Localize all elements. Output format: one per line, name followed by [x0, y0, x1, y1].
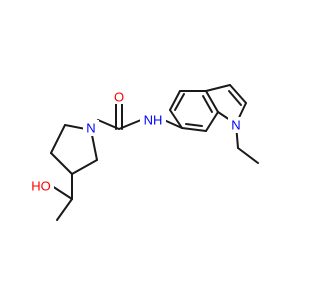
bond-c3a-c7a [205, 90, 219, 113]
molecule-structure: O NH N N HO [28, 84, 259, 221]
bond-carbonyl-nh [118, 119, 142, 130]
bond-ethyl-ch2-ch3 [237, 147, 259, 164]
bond-c3-c2 [229, 84, 247, 104]
bond-c2-c3 [71, 159, 98, 175]
bond-c7-c6 [181, 127, 207, 132]
bond-choh-oh [51, 185, 73, 200]
bonds [50, 84, 259, 221]
bond-c5-c4-inner [174, 93, 185, 111]
bond-c5-c4 [169, 90, 181, 111]
pyrrolidine-nitrogen-label: N [86, 121, 95, 136]
bond-c6-c5 [169, 109, 183, 129]
hydroxyl-label: HO [31, 179, 51, 194]
amide-nh-label: NH [144, 113, 163, 128]
bond-c3a-c7a-inner [202, 95, 213, 113]
bond-nh-indole [163, 119, 183, 129]
bond-c7-c6-inner [185, 123, 203, 127]
bond-c4-c5 [50, 124, 66, 154]
bond-c7a-c7 [205, 111, 219, 132]
indole-nitrogen-label: N [231, 118, 240, 133]
bond-c3-c4 [50, 152, 73, 175]
carbonyl-oxygen-label: O [114, 90, 124, 105]
bond-c3-c2-inner [228, 90, 242, 106]
bond-choh-ch3 [56, 198, 73, 221]
atom-labels: O NH N N HO [28, 90, 244, 194]
bond-carbonyl-pyrrolidine-n [97, 119, 120, 130]
bond-c3a-c3 [205, 84, 231, 92]
